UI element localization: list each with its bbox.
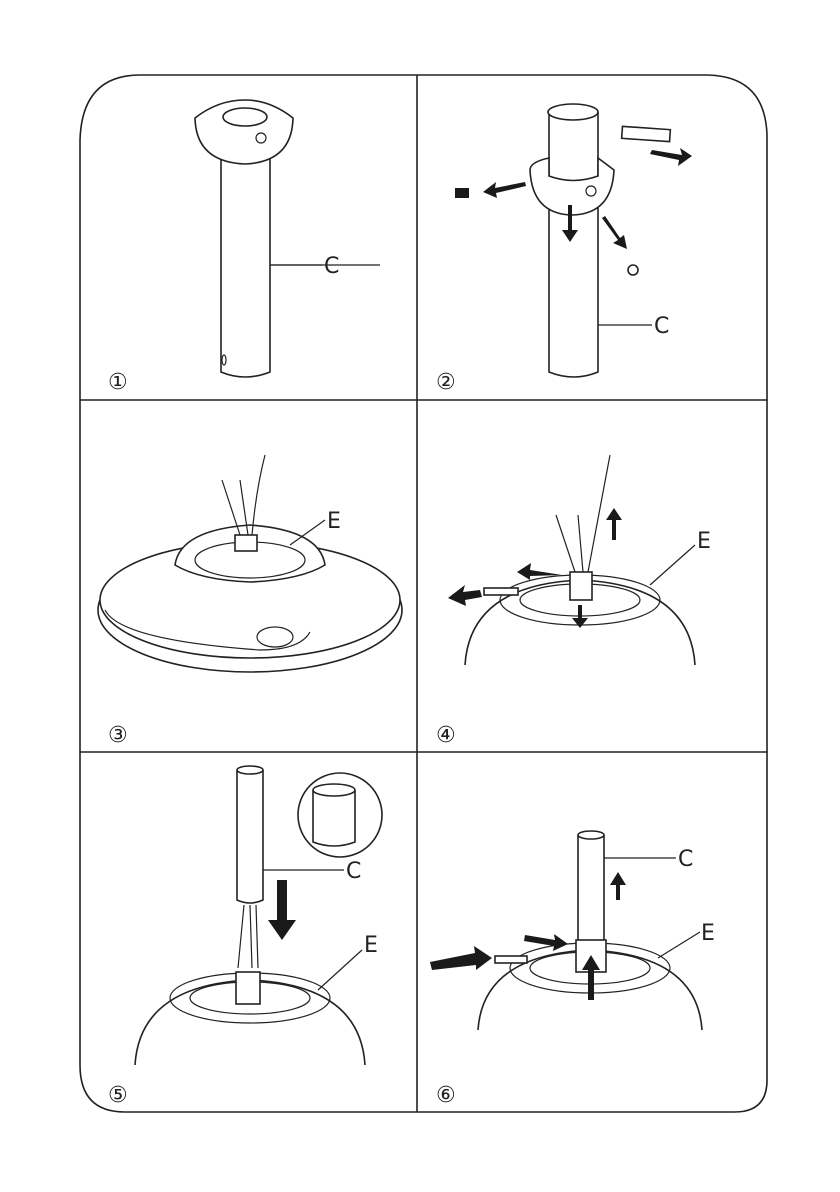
pin [483, 587, 519, 596]
collar [235, 971, 261, 1005]
arrow-icon [483, 182, 526, 198]
screw-icon [627, 264, 639, 276]
arrow-icon [562, 205, 578, 242]
arrow-icon [572, 605, 588, 628]
arrow-icon [268, 880, 296, 940]
arrow-icon [610, 872, 626, 900]
arrow-icon [602, 216, 627, 249]
step-number-4: ④ [436, 723, 456, 748]
step-1-panel: C ① [108, 99, 380, 395]
part-label-c: C [346, 859, 361, 884]
callout-line-e [317, 949, 363, 991]
part-label-e: E [697, 529, 711, 554]
step-number-6: ⑥ [436, 1083, 456, 1108]
downrod [577, 835, 605, 946]
callout-line-e [649, 544, 696, 586]
downrod [236, 770, 264, 904]
step-number-5: ⑤ [108, 1083, 128, 1108]
detail-inset [297, 772, 383, 858]
arrow-icon [524, 934, 568, 951]
downrod [548, 112, 599, 378]
step-5-panel: C E ⑤ [108, 765, 383, 1108]
arrow-icon [448, 585, 482, 606]
step-6-panel: C E ⑥ [430, 830, 715, 1108]
pin [494, 955, 528, 964]
arrow-icon [606, 508, 622, 540]
collar [234, 534, 258, 552]
screw-icon [455, 188, 469, 198]
wires [555, 454, 611, 573]
diagram-frame [79, 74, 768, 1113]
part-label-e: E [701, 921, 715, 946]
collar [569, 571, 593, 601]
ball-mount [529, 156, 615, 216]
wires [221, 454, 266, 536]
callout-line-e [289, 519, 326, 546]
part-label-e: E [364, 933, 378, 958]
arrow-icon [582, 955, 600, 1000]
part-label-c: C [324, 254, 339, 279]
step-number-1: ① [108, 370, 128, 395]
part-label-c: C [678, 847, 693, 872]
downrod [220, 150, 271, 378]
step-2-panel: C ② [436, 103, 692, 395]
ball-mount [194, 99, 294, 165]
step-number-2: ② [436, 370, 456, 395]
step-3-panel: E ③ [97, 454, 403, 748]
callout-line-e [657, 931, 701, 959]
arrow-icon [650, 148, 692, 166]
part-label-c: C [654, 314, 669, 339]
arrow-icon [517, 563, 562, 580]
arrow-icon [430, 946, 492, 970]
part-label-e: E [327, 509, 341, 534]
step-number-3: ③ [108, 723, 128, 748]
wires [237, 904, 259, 969]
step-4-panel: E ④ [436, 454, 711, 748]
pin [620, 125, 672, 143]
